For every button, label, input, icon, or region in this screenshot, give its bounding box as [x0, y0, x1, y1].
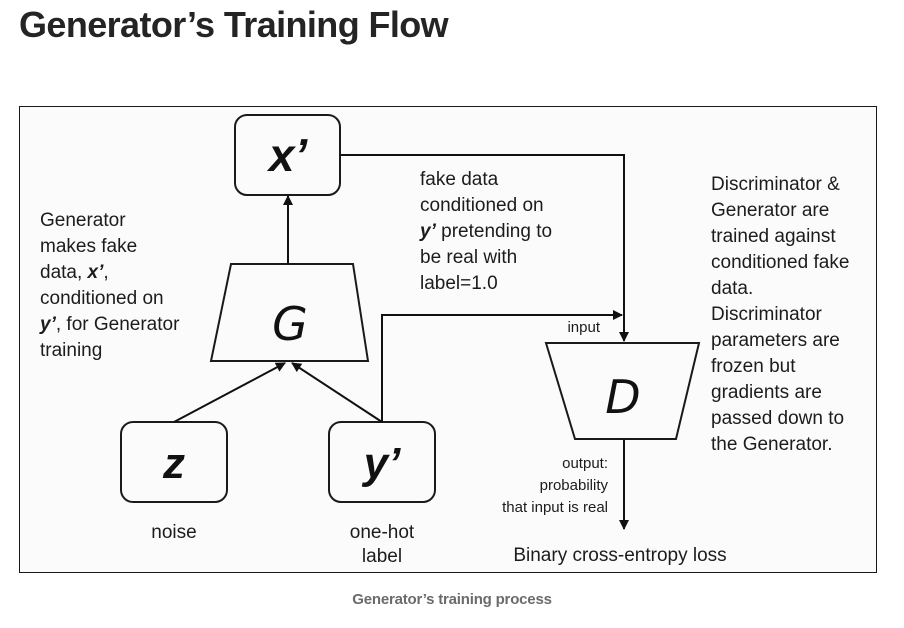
middle-note-line3: y’ pretending to [419, 221, 552, 242]
y-prime-symbol: y’ [362, 439, 401, 488]
arrow-x-prime-to-d [341, 154, 629, 342]
left-note-line3: data, x’, [40, 262, 109, 283]
loss-label: Binary cross-entropy loss [513, 545, 726, 566]
output-label: output: probability that input is real [502, 455, 608, 516]
diagram-canvas: x’ G D z noise y’ one-hot label [39, 114, 849, 567]
discriminator-symbol: D [605, 370, 640, 424]
input-label: input [567, 319, 600, 336]
right-note-line: Discriminator [711, 304, 823, 325]
one-hot-label-line1: one-hot [350, 522, 415, 543]
right-note-line: trained against [711, 226, 836, 247]
noise-label: noise [151, 522, 196, 543]
left-note-line1: Generator [40, 210, 126, 231]
z-symbol: z [162, 439, 185, 488]
right-note-line: gradients are [711, 382, 822, 403]
arrow-z-to-g [173, 362, 286, 423]
left-note-line5: y’, for Generator [39, 314, 180, 335]
figure-caption: Generator’s training process [352, 591, 552, 608]
arrow-y-prime-to-g [291, 362, 383, 423]
right-note-line: data. [711, 278, 753, 299]
output-label-line2: probability [540, 477, 609, 494]
one-hot-label-line2: label [362, 546, 402, 567]
right-note: Discriminator & Generator are trained ag… [711, 174, 849, 455]
generator-symbol: G [272, 297, 308, 351]
right-note-line: Generator are [711, 200, 829, 221]
middle-note-line2: conditioned on [420, 195, 544, 216]
x-prime-symbol: x’ [266, 129, 309, 181]
middle-note-line5: label=1.0 [420, 273, 498, 294]
output-label-line1: output: [562, 455, 608, 472]
node-x-prime: x’ [234, 114, 341, 196]
right-note-line: the Generator. [711, 434, 832, 455]
middle-note-line1: fake data [420, 169, 499, 190]
right-note-line: conditioned fake [711, 252, 849, 273]
output-label-line3: that input is real [502, 499, 608, 516]
node-y-prime: y’ one-hot label [328, 421, 436, 567]
diagram-figure: x’ G D z noise y’ one-hot label [19, 106, 877, 573]
node-z: z noise [120, 421, 228, 543]
node-generator: G [209, 263, 370, 362]
right-note-line: parameters are [711, 330, 840, 351]
left-note-line4: conditioned on [40, 288, 164, 309]
middle-note: fake data conditioned on y’ pretending t… [419, 169, 552, 294]
page-title: Generator’s Training Flow [19, 4, 449, 45]
arrow-y-prime-to-d [381, 310, 623, 422]
right-note-line: Discriminator & [711, 174, 840, 195]
right-note-line: frozen but [711, 356, 796, 377]
node-discriminator: D [544, 342, 701, 440]
middle-note-line4: be real with [420, 247, 517, 268]
left-note-line2: makes fake [40, 236, 137, 257]
left-note-line6: training [40, 340, 102, 361]
right-note-line: passed down to [711, 408, 844, 429]
left-note: Generator makes fake data, x’, condition… [39, 210, 180, 361]
